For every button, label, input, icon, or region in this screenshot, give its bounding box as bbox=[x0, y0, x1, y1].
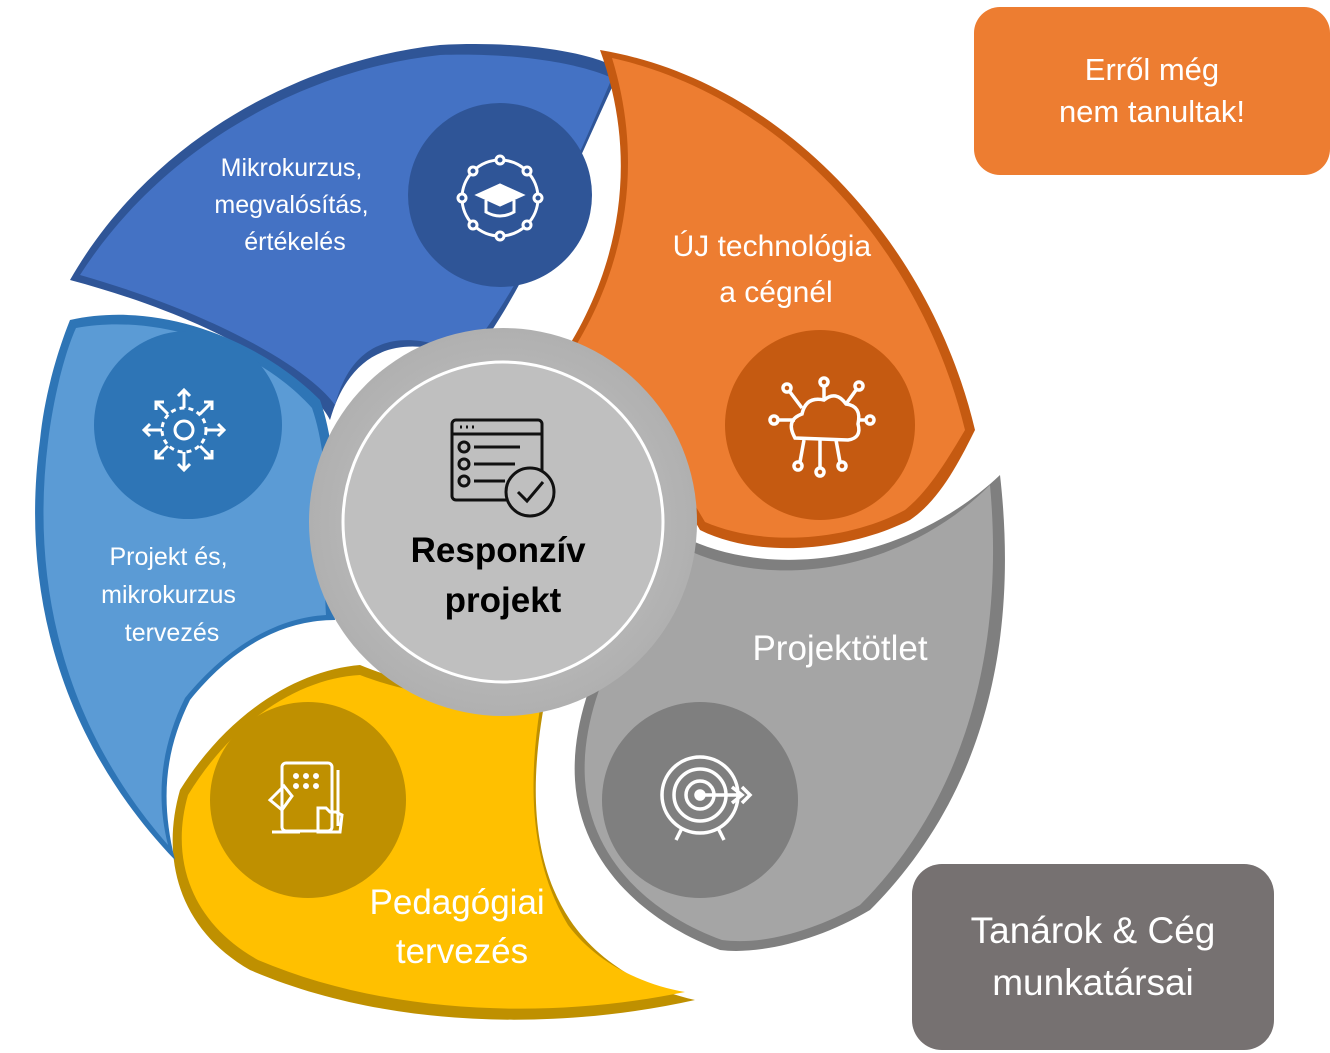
center-title: Responzív projekt bbox=[411, 531, 596, 620]
segment-project-idea: Projektötlet bbox=[574, 475, 1005, 951]
segment-project-planning-icon-circle bbox=[94, 331, 282, 519]
segment-project-planning: Projekt és, mikrokurzus tervezés bbox=[35, 314, 335, 861]
actors-text: Tanárok & Cég munkatársai bbox=[970, 910, 1216, 1003]
note-box: Erről még nem tanultak! bbox=[974, 7, 1330, 175]
segment-new-technology-label: ÚJ technológia a cégnél bbox=[673, 230, 880, 309]
segment-microcourse: Mikrokurzus, megvalósítás, értékelés bbox=[70, 44, 620, 421]
spread-arrows-icon bbox=[141, 387, 227, 473]
checklist-icon bbox=[450, 418, 556, 518]
segment-pedagogical-design-label: Pedagógiai tervezés bbox=[370, 883, 555, 971]
segment-microcourse-label: Mikrokurzus, megvalósítás, értékelés bbox=[214, 154, 375, 256]
graduation-network-icon bbox=[456, 154, 544, 242]
cloud-network-icon bbox=[768, 376, 876, 478]
center-hub: Responzív projekt bbox=[309, 328, 697, 716]
actors-box: Tanárok & Cég munkatársai bbox=[912, 864, 1274, 1050]
segment-new-technology-icon-circle bbox=[725, 330, 915, 520]
segment-project-idea-label: Projektötlet bbox=[752, 629, 927, 668]
segment-pedagogical-design-icon-circle bbox=[210, 702, 406, 898]
segment-project-planning-label: Projekt és, mikrokurzus tervezés bbox=[101, 543, 243, 647]
segment-pedagogical-design: Pedagógiai tervezés bbox=[172, 665, 695, 1020]
target-icon bbox=[660, 755, 753, 841]
note-text: Erről még nem tanultak! bbox=[1058, 52, 1246, 129]
touch-tablet-icon bbox=[267, 761, 344, 834]
